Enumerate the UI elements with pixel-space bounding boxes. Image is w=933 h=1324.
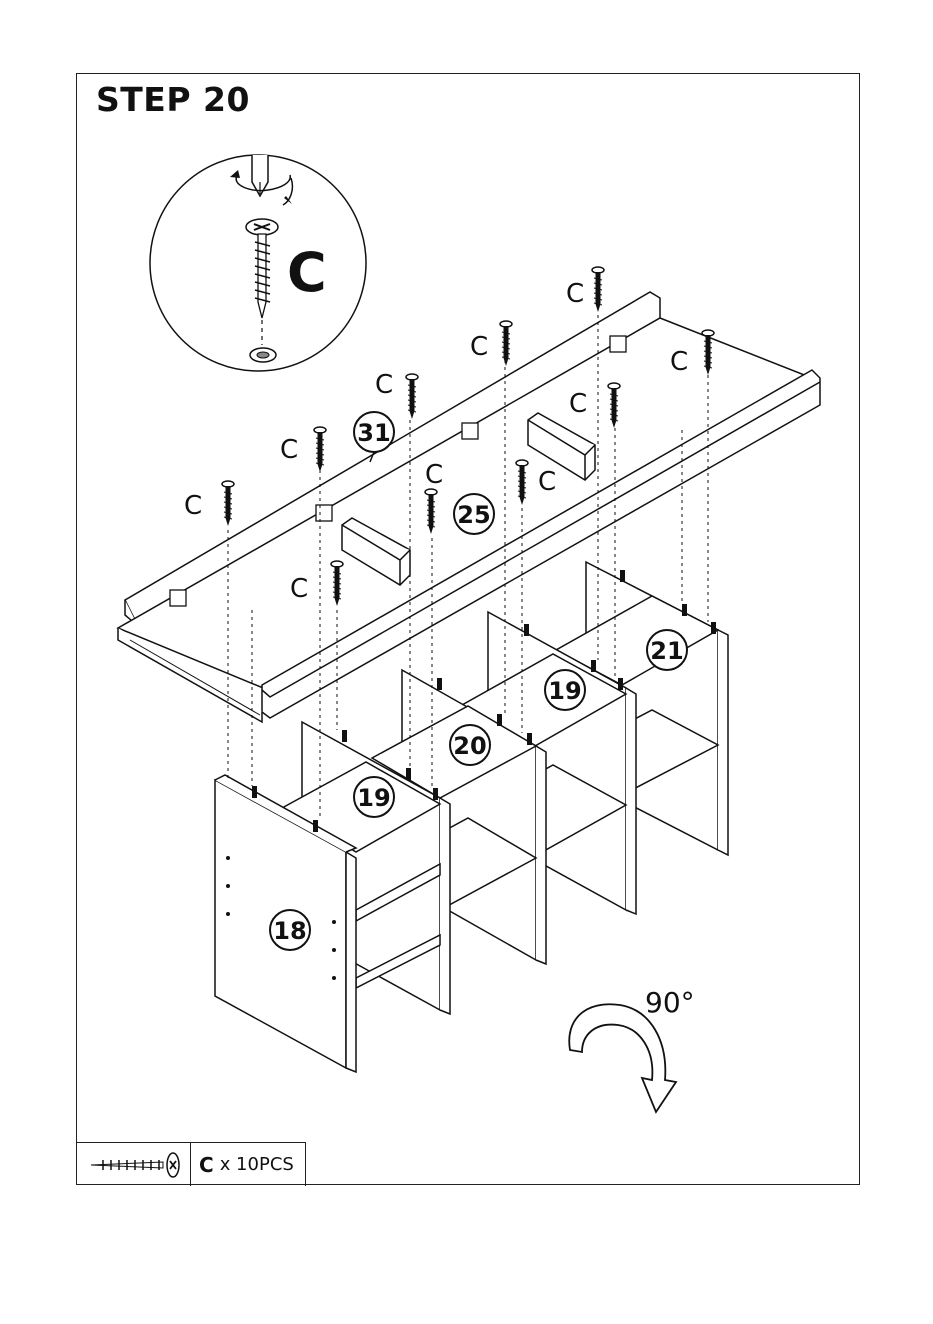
screw-label: C (569, 389, 587, 419)
rotate-arrow-icon (569, 1004, 676, 1112)
svg-text:18: 18 (273, 917, 306, 945)
part-20-label: 20 (450, 725, 490, 765)
screw-label: C (280, 435, 298, 465)
screw-label: C (470, 332, 488, 362)
part-18-label: 18 (270, 910, 310, 950)
screw-icon (83, 1150, 183, 1180)
screw-label: C (538, 467, 556, 497)
svg-text:25: 25 (457, 501, 490, 529)
part-21-label: 21 (647, 630, 687, 670)
svg-text:21: 21 (650, 637, 683, 665)
legend-quantity: x 10PCS (220, 1154, 294, 1175)
svg-text:19: 19 (357, 784, 390, 812)
legend-screw-cell (76, 1143, 191, 1186)
part-19-right-label: 19 (545, 670, 585, 710)
svg-text:20: 20 (453, 732, 486, 760)
svg-text:19: 19 (548, 677, 581, 705)
screw-detail-circle: C (150, 155, 366, 371)
part-19-left-label: 19 (354, 777, 394, 817)
legend-quantity-cell: C x 10PCS (191, 1143, 306, 1186)
hardware-legend: C x 10PCS (76, 1142, 306, 1186)
svg-text:31: 31 (357, 419, 390, 447)
part-25-label: 25 (454, 494, 494, 534)
screw-label: C (425, 460, 443, 490)
screw-label: C (375, 370, 393, 400)
rotation-label: 90° (645, 986, 695, 1019)
screw-label: C (670, 347, 688, 377)
detail-screw-letter: C (287, 241, 327, 304)
screw-label: C (566, 279, 584, 309)
screw-label: C (184, 491, 202, 521)
legend-letter: C (199, 1153, 214, 1177)
screw-label: C (290, 574, 308, 604)
